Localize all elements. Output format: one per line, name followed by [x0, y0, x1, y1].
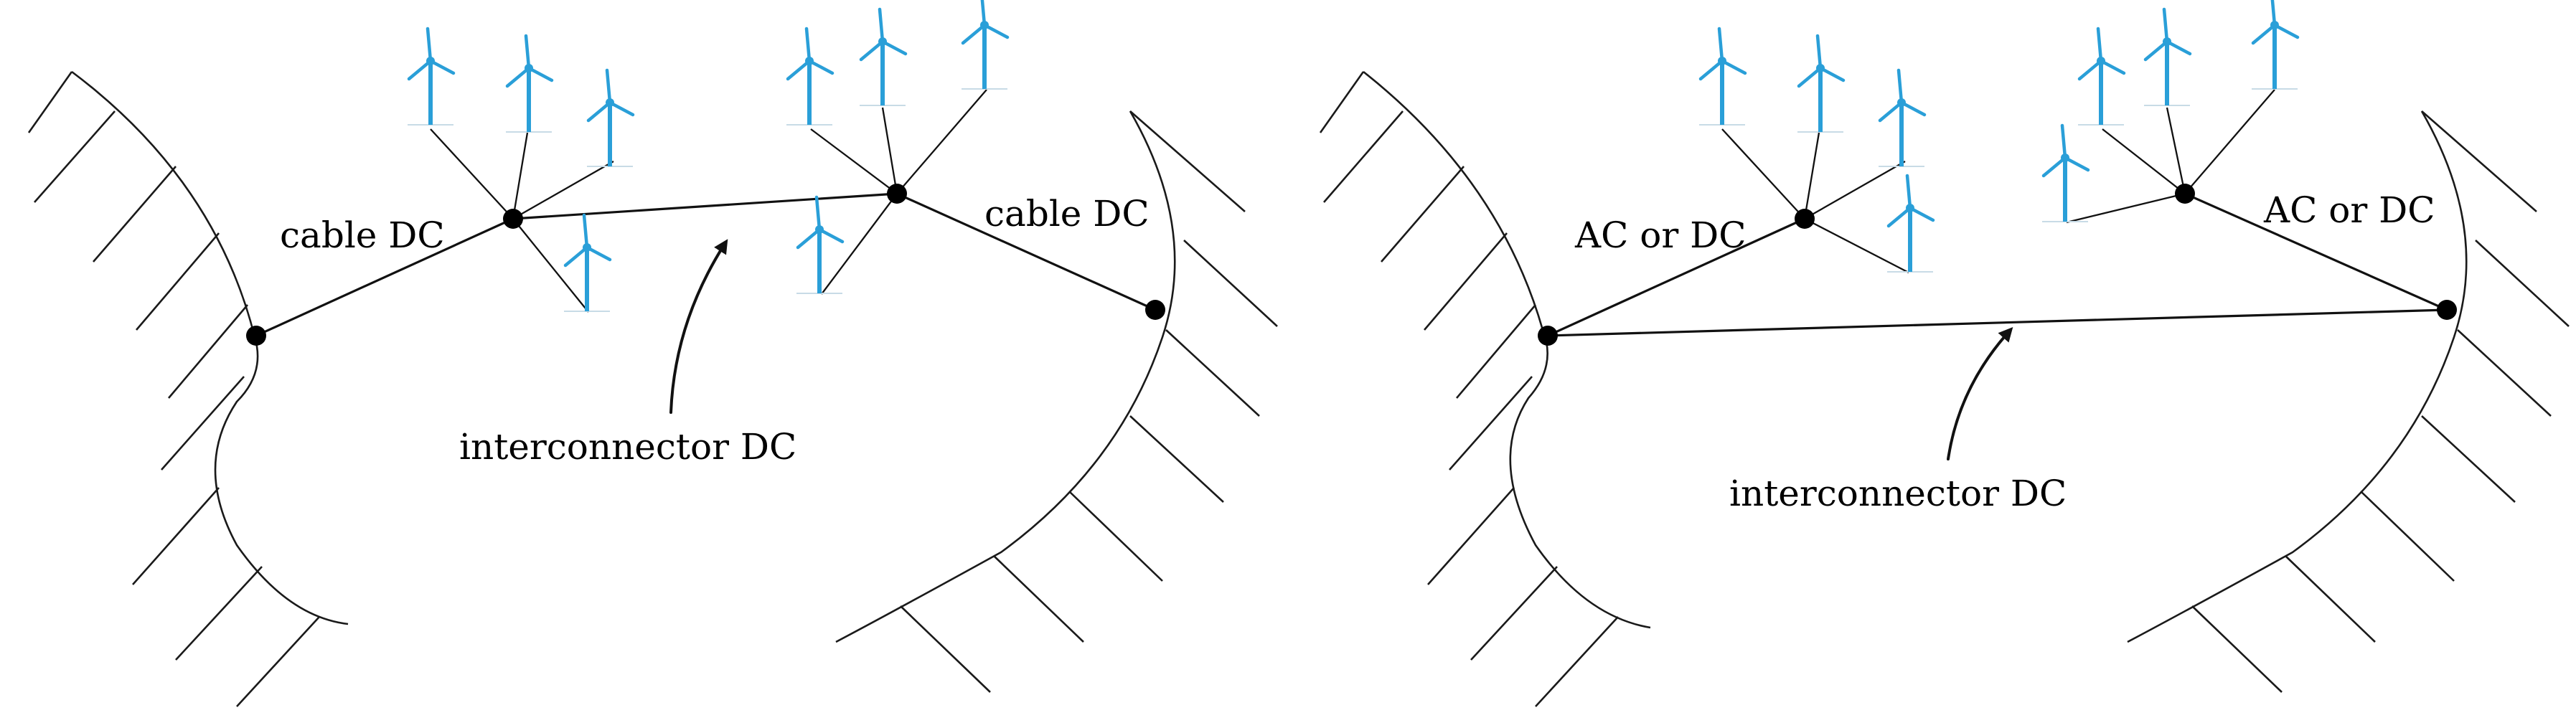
right-link-label-east: AC or DC — [2263, 189, 2435, 231]
right-coast-east — [2127, 110, 2570, 693]
right-link-label-west: AC or DC — [1574, 214, 1747, 256]
left-coast-east — [835, 110, 1278, 693]
left-cable-dc-west — [255, 217, 514, 337]
right-scenario: AC or DC AC or DC interconnector DC — [1319, 0, 2570, 707]
right-interconnector-label: interconnector DC — [1729, 473, 2067, 514]
right-interconnector-dc-line — [1547, 308, 2448, 337]
wind-turbine-icon — [860, 9, 906, 105]
connection-node-icon — [1538, 326, 1558, 346]
connection-node-icon — [887, 184, 907, 204]
connection-node-icon — [1795, 209, 1815, 229]
connection-node-icon — [2437, 300, 2457, 320]
connection-node-icon — [1145, 300, 1165, 320]
left-feeders-hub-2 — [810, 89, 987, 295]
connection-node-icon — [246, 326, 266, 346]
wind-turbine-icon — [796, 197, 842, 293]
wind-turbine-icon — [2042, 126, 2088, 222]
right-link-east — [2184, 192, 2448, 311]
right-coast-west — [1319, 70, 1651, 707]
left-interconnector-dc-line — [512, 192, 898, 220]
wind-turbine-icon — [408, 29, 453, 125]
wind-turbine-icon — [506, 36, 552, 132]
left-coast-west — [27, 70, 349, 707]
right-feeders-hub-2 — [2066, 89, 2275, 224]
left-scenario: cable DC cable DC interconnector DC — [27, 0, 1278, 707]
wind-turbine-icon — [786, 29, 832, 125]
wind-turbine-icon — [2252, 0, 2298, 89]
right-interconnector-arrow — [1947, 327, 2013, 460]
wind-turbine-icon — [564, 215, 610, 311]
wind-turbine-icon — [2078, 29, 2124, 125]
connection-node-icon — [2175, 184, 2195, 204]
wind-turbine-icon — [1797, 36, 1843, 132]
left-cable-label-east: cable DC — [984, 193, 1150, 235]
wind-turbine-icon — [587, 70, 633, 166]
left-cable-label-west: cable DC — [280, 214, 445, 256]
wind-turbine-icon — [2144, 9, 2190, 105]
wind-turbine-icon — [1879, 70, 1924, 166]
right-feeders-hub-1 — [1721, 128, 1909, 274]
connection-node-icon — [503, 209, 523, 229]
left-interconnector-label: interconnector DC — [459, 426, 796, 468]
left-cable-dc-east — [896, 192, 1156, 311]
left-feeders-hub-1 — [430, 128, 614, 313]
wind-turbine-icon — [1887, 176, 1933, 272]
wind-turbine-icon — [962, 0, 1007, 89]
right-link-west — [1547, 217, 1805, 337]
left-interconnector-arrow — [669, 239, 728, 414]
wind-turbine-icon — [1699, 29, 1745, 125]
